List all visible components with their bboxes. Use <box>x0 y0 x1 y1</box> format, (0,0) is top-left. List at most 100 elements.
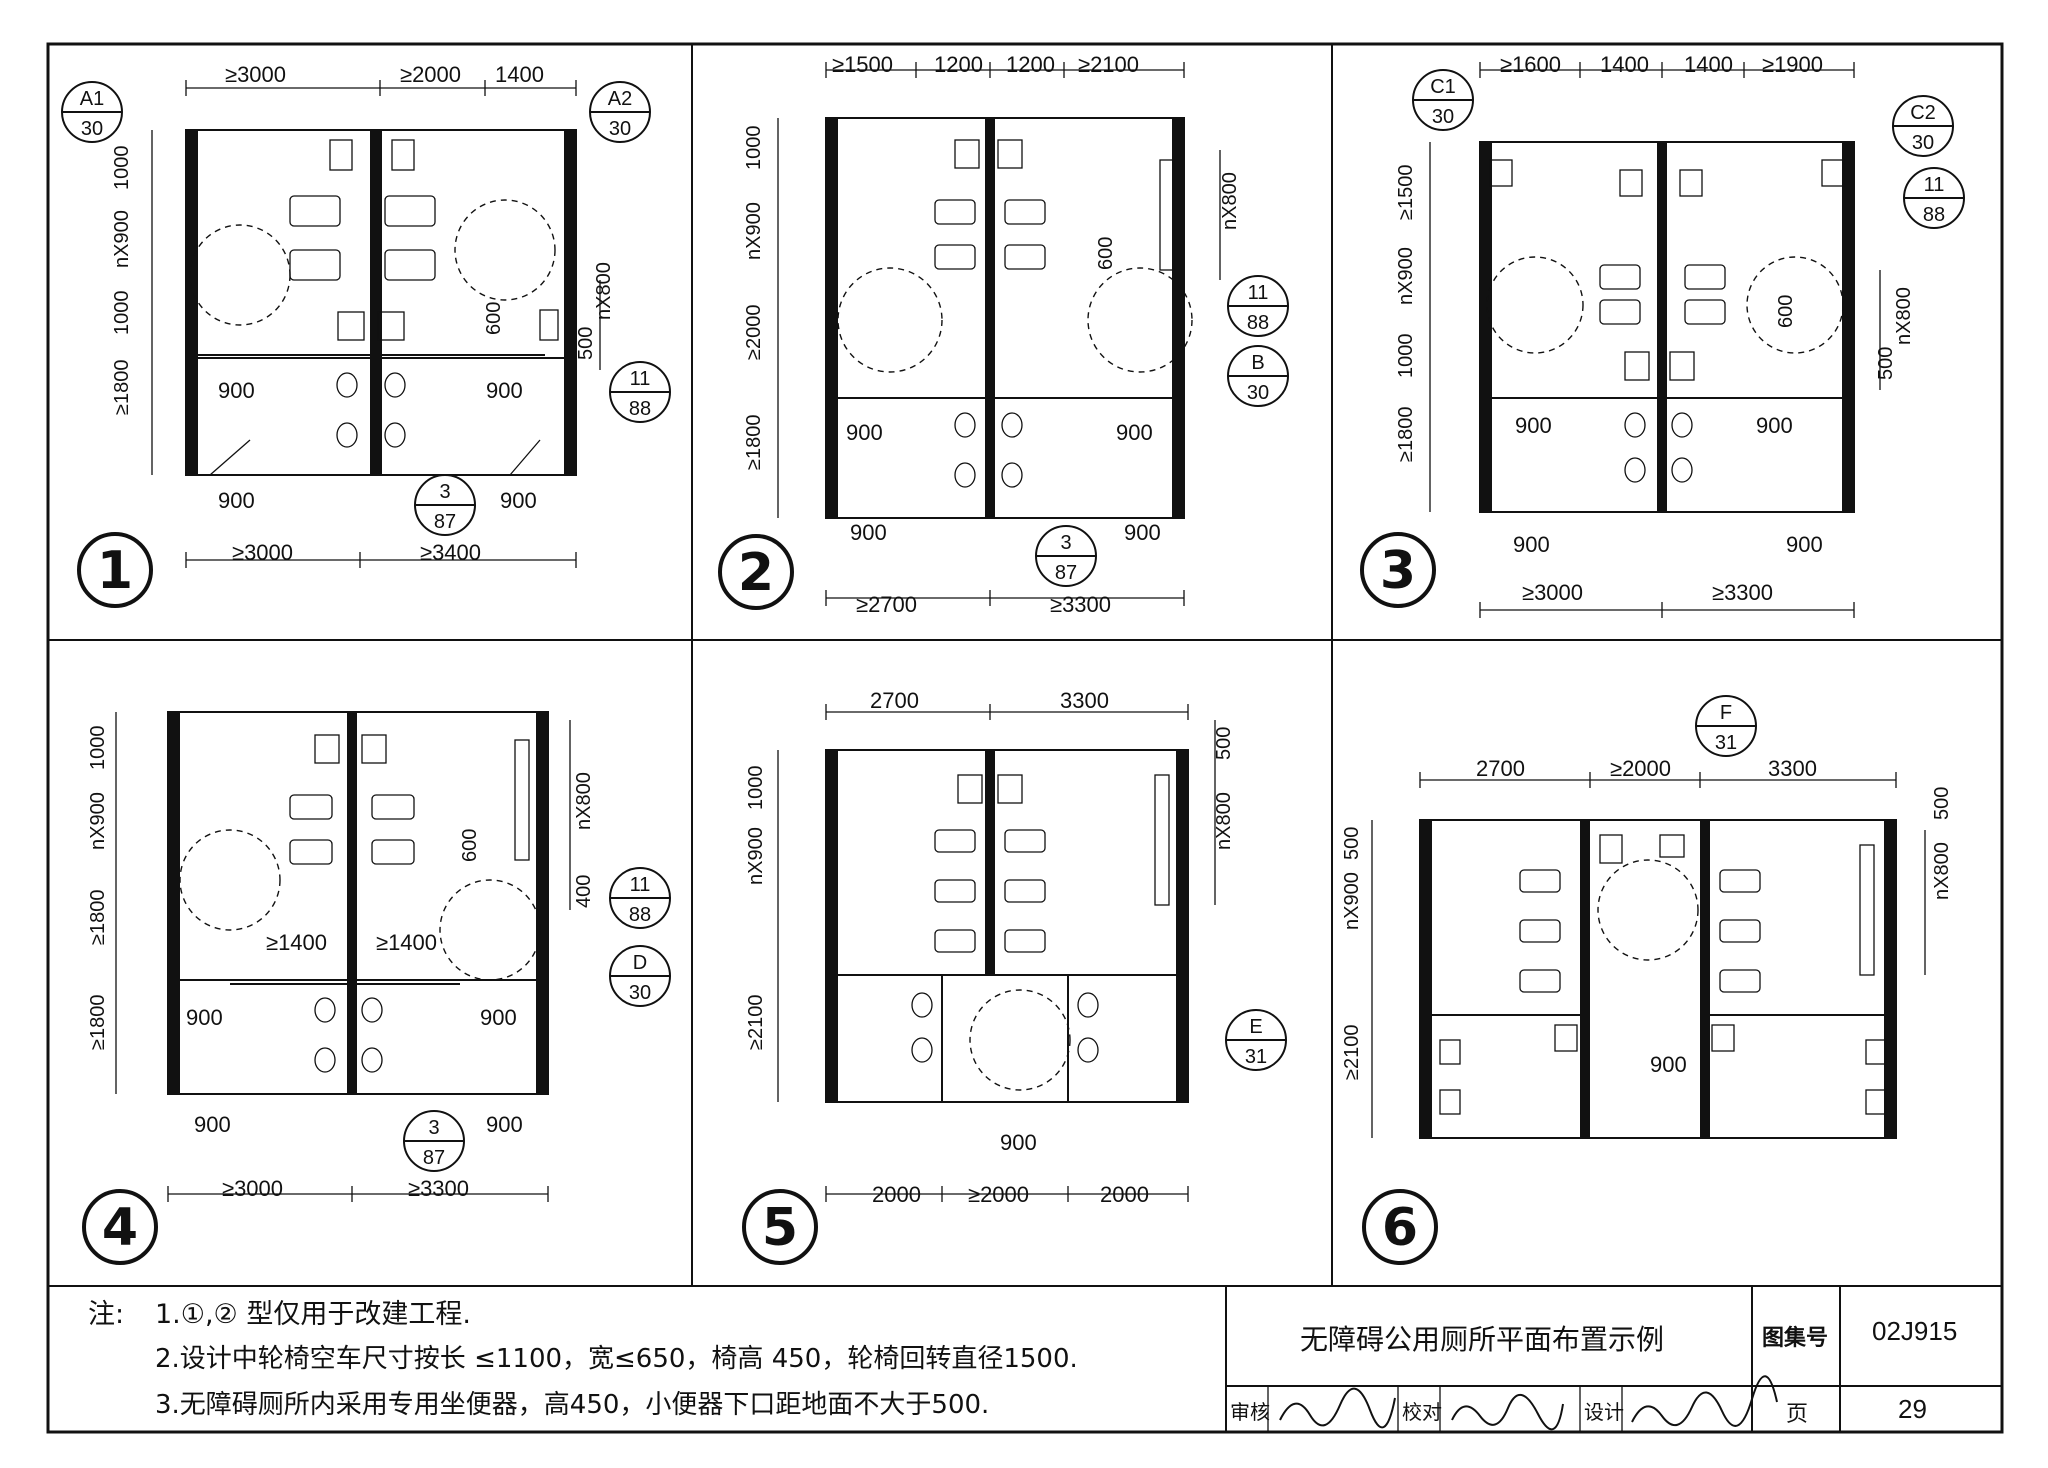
notes-label: 注: <box>88 1299 125 1330</box>
right-dimension: nX800 <box>573 772 595 830</box>
note-line-2: 2.设计中轮椅空车尺寸按长 ≤1100，宽≤650，椅高 450，轮椅回转直径1… <box>155 1344 1078 1374</box>
panel-number: 3 <box>1380 541 1416 601</box>
detail-callout <box>1227 275 1289 337</box>
callout-sheet: 88 <box>629 904 651 926</box>
detail-callout <box>1227 345 1289 407</box>
top-dimension: 1400 <box>1600 52 1649 77</box>
callout-sheet: 87 <box>1055 562 1077 584</box>
top-dimension: ≥1900 <box>1762 52 1823 77</box>
door-dimension: 900 <box>218 488 255 513</box>
panel-4-plan <box>115 711 571 1202</box>
right-dimension: 600 <box>459 829 481 862</box>
sheet-border <box>46 42 2004 1434</box>
panel-5-plan <box>777 704 1216 1202</box>
panel-2-plan <box>777 62 1221 606</box>
callout-reference: A2 <box>608 88 632 110</box>
bottom-dimension: ≥3300 <box>1050 592 1111 617</box>
left-dimension: nX900 <box>87 792 109 850</box>
callout-sheet: 30 <box>1247 382 1269 404</box>
door-dimension: 900 <box>1000 1130 1037 1155</box>
top-dimension: ≥2100 <box>1078 52 1139 77</box>
right-dimension: nX800 <box>593 262 615 320</box>
page-number: 29 <box>1898 1394 1927 1424</box>
left-dimension: nX900 <box>1395 247 1417 305</box>
panel-number: 1 <box>97 541 133 601</box>
inner-dimension: ≥1400 <box>266 930 327 955</box>
detail-callout <box>589 81 651 143</box>
panel-number-circle <box>742 1189 818 1265</box>
callout-sheet: 30 <box>1912 132 1934 154</box>
callout-sheet: 31 <box>1245 1046 1267 1068</box>
detail-callout <box>403 1110 465 1172</box>
top-dimension: ≥3000 <box>225 62 286 87</box>
top-dimension: ≥1500 <box>832 52 893 77</box>
callout-reference: E <box>1249 1016 1262 1038</box>
left-dimension: nX900 <box>1341 872 1363 930</box>
right-dimension: nX800 <box>1219 172 1241 230</box>
check-label: 校对 <box>1402 1400 1442 1424</box>
review-label: 审核 <box>1230 1400 1270 1424</box>
bottom-dimension: ≥3000 <box>232 540 293 565</box>
top-dimension: 1200 <box>1006 52 1055 77</box>
inner-dimension: 900 <box>1116 420 1153 445</box>
panel-3-plan <box>1429 62 1881 618</box>
inner-dimension: 900 <box>486 378 523 403</box>
bottom-dimension: ≥3300 <box>1712 580 1773 605</box>
inner-dimension: 900 <box>1756 413 1793 438</box>
detail-callout <box>1892 95 1954 157</box>
right-dimension: nX800 <box>1931 842 1953 900</box>
left-dimension: 1000 <box>87 726 109 771</box>
inner-dimension: 900 <box>186 1005 223 1030</box>
checker-signature <box>1451 1394 1564 1431</box>
panel-1-plan <box>151 80 601 568</box>
top-dimension: 1400 <box>495 62 544 87</box>
note-line-1: 1.①,② 型仅用于改建工程. <box>155 1299 471 1330</box>
reviewer-signature <box>1279 1387 1396 1429</box>
detail-callout <box>1903 167 1965 229</box>
detail-callout <box>1225 1009 1287 1071</box>
door-dimension: 900 <box>194 1112 231 1137</box>
panel-number: 2 <box>738 543 774 603</box>
callout-sheet: 31 <box>1715 732 1737 754</box>
detail-callout <box>1412 69 1474 131</box>
door-dimension: 900 <box>1513 532 1550 557</box>
left-dimension: ≥1800 <box>87 995 109 1050</box>
callout-reference: C2 <box>1910 102 1936 124</box>
callout-sheet: 30 <box>629 982 651 1004</box>
panel-number: 5 <box>762 1198 798 1258</box>
annotation-layer: 1 ≥3000 ≥2000 1400 1000 nX900 1000 ≥1800 nX800 60… <box>61 52 1965 1265</box>
inner-dimension: 900 <box>846 420 883 445</box>
bottom-dimension: ≥2700 <box>856 592 917 617</box>
callout-sheet: 30 <box>81 118 103 140</box>
right-dimension: nX800 <box>1213 792 1235 850</box>
top-dimension: ≥2000 <box>400 62 461 87</box>
detail-callout <box>609 945 671 1007</box>
panel-number: 6 <box>1382 1198 1418 1258</box>
inner-dimension: ≥1400 <box>376 930 437 955</box>
left-dimension: 500 <box>1341 827 1363 860</box>
inner-dimension: 900 <box>218 378 255 403</box>
panel-number: 4 <box>102 1198 138 1258</box>
right-dimension: 600 <box>483 302 505 335</box>
callout-reference: 11 <box>630 368 651 390</box>
page-label: 页 <box>1786 1402 1809 1427</box>
left-dimension: 1000 <box>745 766 767 811</box>
left-dimension: ≥1500 <box>1395 165 1417 220</box>
top-dimension: ≥1600 <box>1500 52 1561 77</box>
bottom-dimension: ≥3300 <box>408 1176 469 1201</box>
bottom-dimension: 2000 <box>1100 1182 1149 1207</box>
callout-sheet: 88 <box>629 398 651 420</box>
bottom-dimension: ≥3000 <box>1522 580 1583 605</box>
left-dimension: ≥2000 <box>743 305 765 360</box>
right-dimension: nX800 <box>1893 287 1915 345</box>
door-dimension: 900 <box>1786 532 1823 557</box>
right-dimension: 500 <box>1875 347 1897 380</box>
left-dimension: nX900 <box>745 827 767 885</box>
callout-sheet: 88 <box>1247 312 1269 334</box>
detail-callout <box>414 474 476 536</box>
callout-sheet: 30 <box>1432 106 1454 128</box>
left-dimension: ≥1800 <box>1395 407 1417 462</box>
callout-reference: 11 <box>1924 174 1945 196</box>
panel-number-circle <box>82 1189 158 1265</box>
top-dimension: 2700 <box>870 688 919 713</box>
